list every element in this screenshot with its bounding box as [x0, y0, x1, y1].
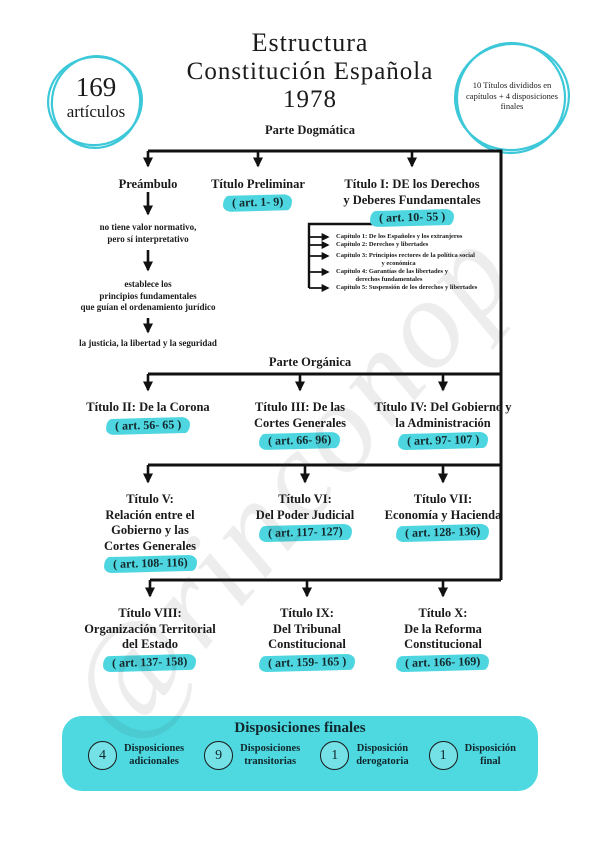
sketch-circle-left: [46, 55, 144, 149]
page-subtitle: Constitución Española 1978: [186, 58, 434, 113]
node-titulo-1: Título I: DE los Derechos y Deberes Fund…: [332, 177, 492, 228]
preambulo-note-2: establece los principios fundamentales q…: [80, 279, 216, 312]
disposicion-item-transitorias: 9 Disposiciones transitorias: [204, 741, 300, 770]
capitulos-bracket: [307, 222, 375, 288]
preambulo-note-1: no tiene valor normativo, pero sí interp…: [99, 222, 197, 244]
node-titulo-3: Título III: De las Cortes Generales ( ar…: [240, 400, 360, 451]
node-titulo-2: Título II: De la Corona ( art. 56- 65 ): [78, 400, 218, 435]
trunk-line: [148, 149, 503, 580]
disposiciones-title: Disposiciones finales: [234, 720, 366, 736]
node-titulo-6: Título VI: Del Poder Judicial ( art. 117…: [240, 492, 370, 543]
articles-range-badge: ( art. 66- 96): [259, 431, 341, 451]
articles-range-badge: ( art. 137- 158): [103, 653, 197, 672]
titles-info-badge: 10 Títulos divididos en capítulos + 4 di…: [458, 80, 566, 112]
count-circle: 9: [204, 741, 234, 770]
disposicion-item-final: 1 Disposición final: [428, 741, 516, 770]
titles-info-text: 10 Títulos divididos en capítulos + 4 di…: [466, 80, 558, 111]
page-title: Estructura: [251, 28, 369, 57]
articles-count: 169: [75, 72, 117, 102]
node-preambulo: Preámbulo: [118, 177, 178, 191]
articles-range-badge: ( art. 117- 127): [258, 523, 352, 543]
articles-range-badge: ( art. 97- 107 ): [397, 431, 489, 451]
disposicion-item-derogatoria: 1 Disposición derogatoria: [320, 741, 409, 770]
disposiciones-row: 4 Disposiciones adicionales 9 Disposicio…: [62, 737, 538, 770]
count-circle: 1: [320, 741, 350, 770]
articles-range-badge: ( art. 108- 116): [103, 554, 197, 574]
articles-range-badge: ( art. 166- 169): [396, 653, 490, 672]
capitulo-5: Capítulo 5: Suspensión de los derechos y…: [336, 284, 478, 291]
node-titulo-preliminar: Título Preliminar ( art. 1- 9): [198, 177, 318, 212]
articles-count-badge: 169 artículos: [50, 72, 142, 122]
preambulo-note-3: la justicia, la libertad y la seguridad: [79, 338, 217, 348]
articles-range-badge: ( art. 56- 65 ): [105, 416, 191, 435]
node-titulo-5: Título V: Relación entre el Gobierno y l…: [85, 492, 215, 574]
node-titulo-8: Título VIII: Organización Territorial de…: [75, 606, 225, 672]
capitulo-1: Capítulo 1: De los Españoles y los extra…: [336, 233, 463, 240]
parte-organica-label: Parte Orgánica: [268, 355, 352, 369]
count-circle: 4: [88, 741, 117, 770]
articles-range-badge: ( art. 10- 55 ): [369, 208, 455, 228]
parte-dogmatica-label: Parte Dogmática: [265, 123, 355, 137]
articles-label: artículos: [66, 102, 126, 121]
node-titulo-7: Título VII: Economía y Hacienda ( art. 1…: [373, 492, 513, 543]
count-circle: 1: [428, 741, 458, 770]
articles-range-badge: ( art. 159- 165 ): [258, 653, 356, 672]
node-titulo-10: Título X: De la Reforma Constitucional (…: [378, 606, 508, 672]
capitulo-4: Capítulo 4: Garantías de las libertades …: [336, 268, 448, 283]
disposicion-item-adicionales: 4 Disposiciones adicionales: [88, 741, 184, 770]
node-titulo-9: Título IX: Del Tribunal Constitucional (…: [242, 606, 372, 672]
articles-range-badge: ( art. 1- 9): [223, 193, 293, 212]
disposiciones-finales-panel: Disposiciones finales 4 Disposiciones ad…: [62, 716, 538, 791]
articles-range-badge: ( art. 128- 136): [396, 523, 490, 543]
node-titulo-4: Título IV: Del Gobierno y la Administrac…: [368, 400, 518, 451]
capitulo-2: Capítulo 2: Derechos y libertades: [336, 241, 429, 248]
capitulo-3: Capítulo 3: Principios rectores de la po…: [336, 252, 475, 267]
